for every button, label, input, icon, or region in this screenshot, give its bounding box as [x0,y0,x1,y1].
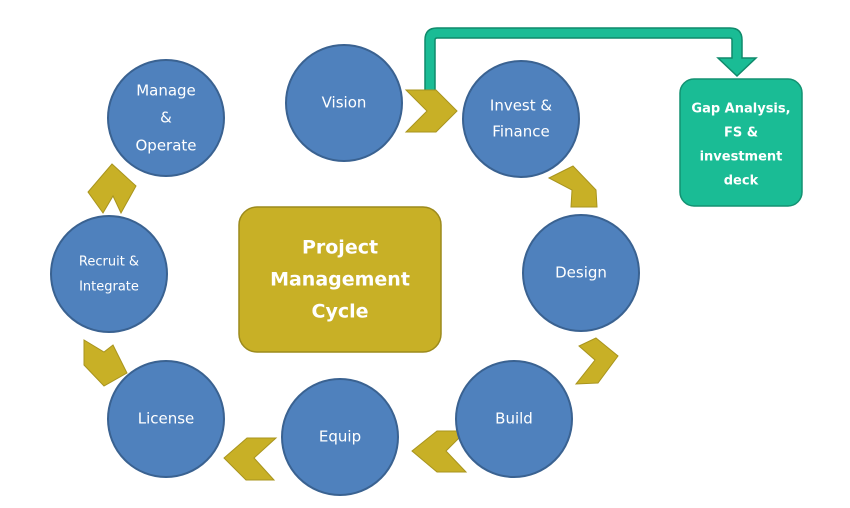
chevron-build-to-equip-icon [411,430,468,473]
node-recruit-label-1: Recruit & [79,255,139,270]
node-vision-label: Vision [322,94,367,112]
center-box: Project Management Cycle [238,206,442,353]
chevron-license-to-recruit-icon [83,339,128,387]
gap-analysis-line-4: deck [724,174,759,189]
node-license-label: License [138,410,195,428]
node-recruit-integrate: Recruit & Integrate [50,215,168,333]
node-build-label: Build [495,410,533,428]
node-manage-label-2: & [160,109,172,127]
node-manage-operate: Manage & Operate [107,59,225,177]
center-line-1: Project [302,237,378,259]
gap-analysis-box: Gap Analysis, FS & investment deck [679,78,803,207]
chevron-equip-to-license-icon [223,437,278,481]
chevron-recruit-to-manage-icon [87,163,137,215]
gap-analysis-line-2: FS & [724,126,758,141]
chevron-vision-to-invest-icon [404,89,458,133]
gap-analysis-line-1: Gap Analysis, [691,102,790,117]
node-vision: Vision [285,44,403,162]
center-line-2: Management [270,269,410,291]
node-manage-label-1: Manage [136,82,196,100]
chevron-design-to-build-icon [574,337,619,385]
connector-arrow-icon [424,27,758,93]
node-manage-label-3: Operate [135,137,196,155]
node-build: Build [455,360,573,478]
node-invest-label-2: Finance [492,123,549,141]
node-design: Design [522,214,640,332]
center-line-3: Cycle [312,301,369,323]
node-invest-finance: Invest & Finance [462,60,580,178]
chevron-invest-to-design-icon [547,165,598,208]
node-equip-label: Equip [319,428,361,446]
node-license: License [107,360,225,478]
node-recruit-label-2: Integrate [79,280,139,295]
gap-analysis-line-3: investment [700,150,783,165]
node-design-label: Design [555,264,607,282]
node-equip: Equip [281,378,399,496]
node-invest-label-1: Invest & [490,97,553,115]
